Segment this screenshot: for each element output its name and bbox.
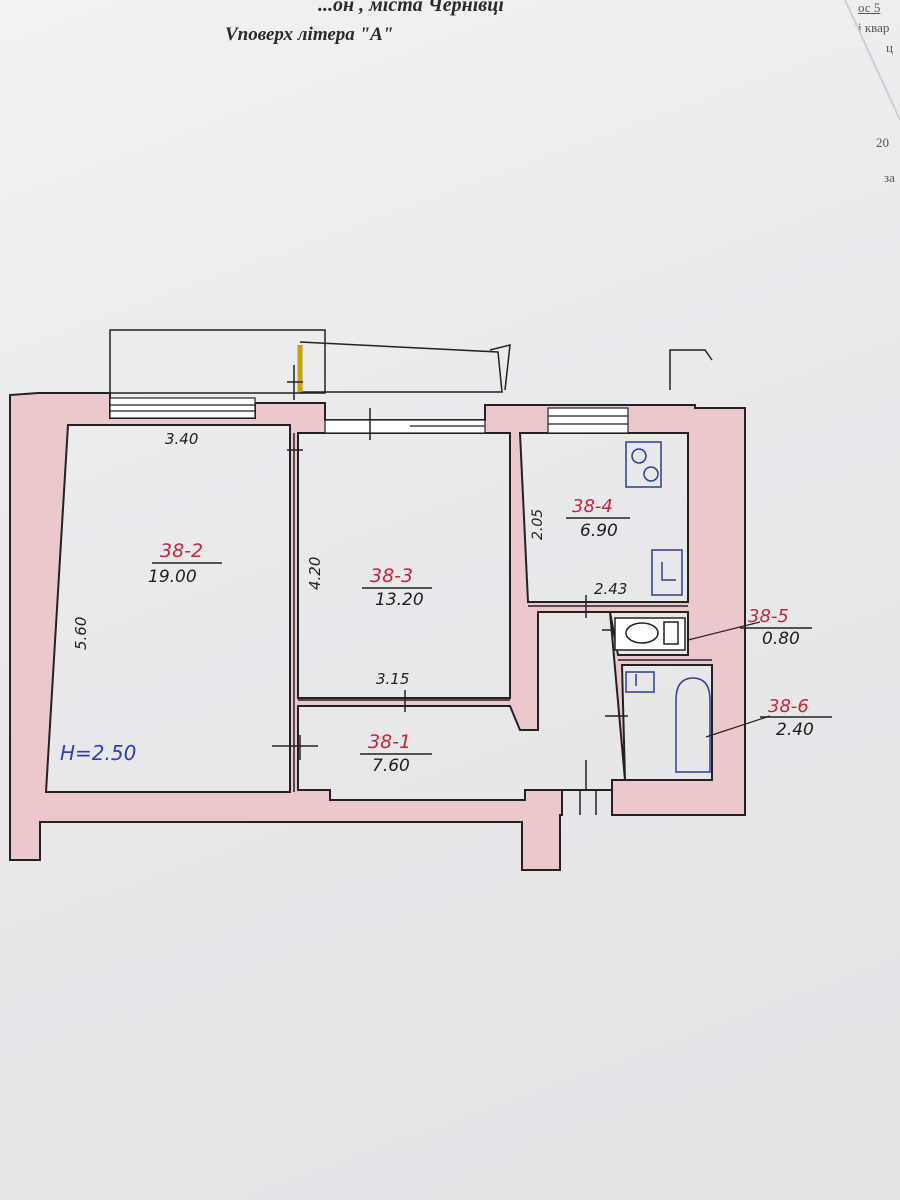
dimension-4-20: 4.20 [306,557,324,590]
dimension-2-43: 2.43 [594,580,627,598]
balcony-center [299,341,503,393]
balcony-left [109,329,326,394]
room-id-38-5: 38-5 [748,606,789,627]
room-38-4: 38-4 6.90 [566,496,630,541]
edge-text-5: за [884,170,895,185]
room-area-38-2: 19.00 [148,567,197,587]
window-room4 [547,407,629,434]
room-id-38-1: 38-1 [368,731,411,753]
paper-edge [844,0,900,121]
stove-icon [625,441,662,488]
dimension-5-60: 5.60 [72,617,90,650]
wash-basin-icon [625,671,655,693]
dimension-2-05: 2.05 [530,509,546,540]
window-room2 [109,397,256,419]
dimension-3-15: 3.15 [376,670,409,688]
balcony-right [669,349,713,390]
room-38-5: 38-5 0.80 [740,606,812,649]
balcony-hinge [489,344,511,391]
toilet-icon [614,617,686,651]
leader-38-6 [705,715,771,738]
room-id-38-4: 38-4 [572,496,613,517]
header-district: ...он , міста Чернівці [318,0,504,17]
edge-text-2: і квар [858,20,890,35]
room-area-38-5: 0.80 [762,629,800,649]
room-38-1: 38-1 7.60 [360,731,432,776]
header-city-text: міста Чернівці [369,0,504,16]
dimension-3-40: 3.40 [165,430,198,448]
room-38-3: 38-3 13.20 [362,565,432,610]
room-id-38-3: 38-3 [370,565,413,587]
leader-38-5 [687,621,761,641]
window-room3 [324,419,486,434]
room-id-38-2: 38-2 [160,540,203,562]
walls [9,392,746,871]
room-area-38-4: 6.90 [580,521,618,541]
room-id-38-6: 38-6 [768,696,809,717]
room-area-38-3: 13.20 [375,590,424,610]
sink-icon [651,549,683,596]
edge-text-1: ос 5 [858,0,881,15]
room-area-38-1: 7.60 [372,756,410,776]
partitions [293,433,712,792]
ceiling-height-label: H=2.50 [60,741,136,765]
header-district-text: ...он , [318,0,365,16]
edge-text-3: ц [886,40,893,55]
header-floor: Vповерх літера "А" [225,24,394,45]
bathtub-icon [675,677,711,773]
room-area-38-6: 2.40 [776,720,814,740]
door-marks [272,365,628,815]
room-38-2: 38-2 19.00 [148,540,222,587]
edge-text-4: 20 [876,135,889,150]
room-38-6: 38-6 2.40 [760,696,832,740]
